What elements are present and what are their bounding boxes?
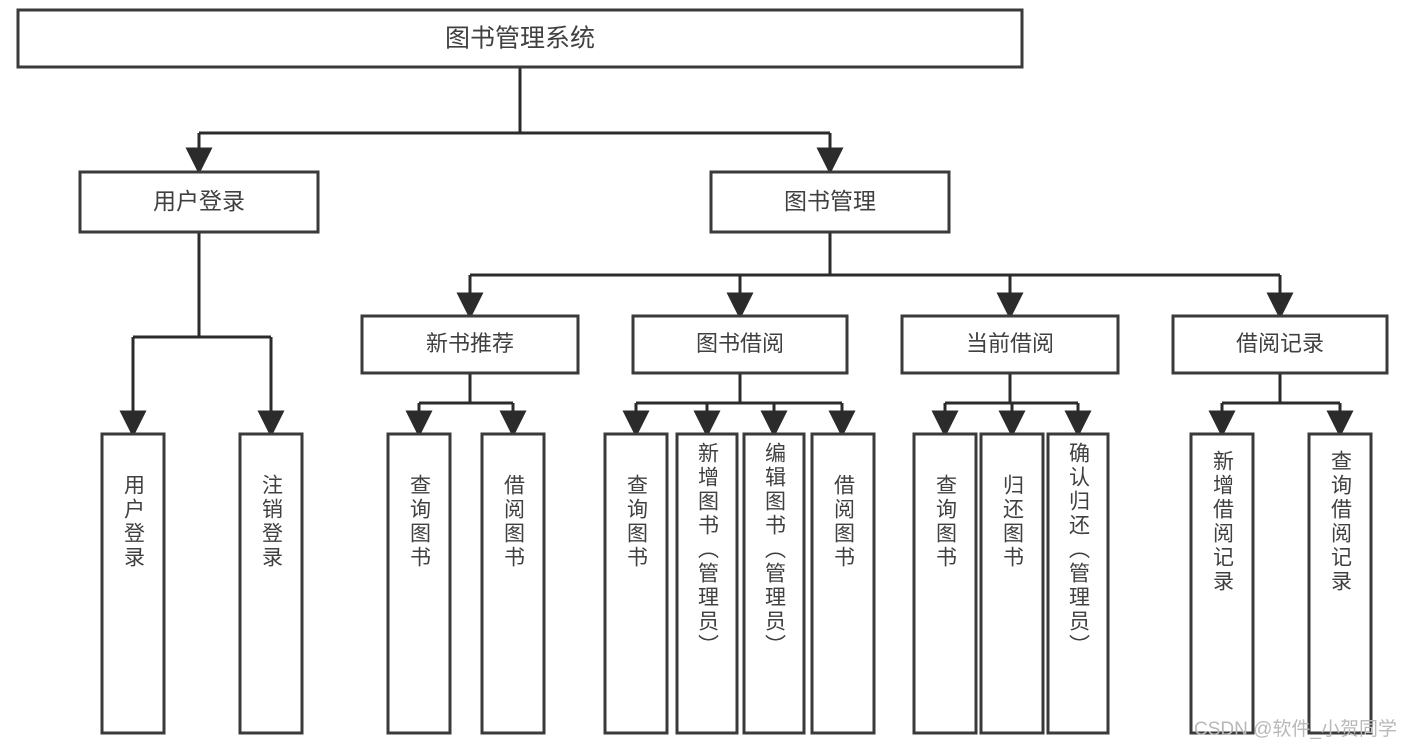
node-borrow-record[interactable]: 借阅记录: [1171, 314, 1389, 375]
node-leaf-add-borrow-record-textwrap: 新增借阅记录: [1210, 450, 1234, 594]
node-root-box[interactable]: [16, 8, 1024, 69]
node-current-borrowing-label: 当前借阅: [966, 331, 1054, 356]
node-book-borrowing[interactable]: 图书借阅: [631, 314, 849, 375]
node-leaf-query-borrow-record-textwrap: 查询借阅记录: [1328, 450, 1352, 594]
node-leaf-current-query-book-label: 查询图书: [933, 474, 957, 570]
node-leaf-confirm-return-admin-box[interactable]: [1046, 432, 1110, 735]
node-leaf-newbook-borrow-book-box[interactable]: [480, 432, 546, 735]
node-leaf-borrow-book[interactable]: 借阅图书: [810, 432, 876, 735]
node-borrow-record-box[interactable]: [1171, 314, 1389, 375]
node-book-borrowing-box[interactable]: [631, 314, 849, 375]
node-user-login-label: 用户登录: [153, 188, 245, 214]
node-current-borrowing[interactable]: 当前借阅: [900, 314, 1120, 375]
node-leaf-return-book[interactable]: 归还图书: [979, 432, 1045, 735]
node-leaf-borrow-query-book[interactable]: 查询图书: [603, 432, 669, 735]
node-leaf-add-book-admin-box[interactable]: [675, 432, 739, 735]
node-leaf-current-query-book-textwrap: 查询图书: [933, 474, 957, 570]
node-leaf-confirm-return-admin-textwrap: 确认归还（管理员）: [1066, 442, 1090, 658]
node-leaf-query-borrow-record-label: 查询借阅记录: [1328, 450, 1352, 594]
node-leaf-borrow-book-label: 借阅图书: [831, 474, 855, 570]
node-leaf-newbook-query-book-textwrap: 查询图书: [407, 474, 431, 570]
node-leaf-confirm-return-admin-label: 确认归还（管理员）: [1066, 442, 1090, 658]
node-leaf-current-query-book[interactable]: 查询图书: [912, 432, 978, 735]
node-book-management[interactable]: 图书管理: [709, 170, 951, 234]
node-leaf-return-book-textwrap: 归还图书: [1000, 474, 1024, 570]
node-leaf-return-book-box[interactable]: [979, 432, 1045, 735]
node-leaf-add-borrow-record-box[interactable]: [1189, 432, 1255, 735]
connector-layer: [119, 67, 1354, 438]
node-user-login-box[interactable]: [78, 170, 320, 234]
node-leaf-current-query-book-box[interactable]: [912, 432, 978, 735]
node-current-borrowing-box[interactable]: [900, 314, 1120, 375]
node-leaf-borrow-query-book-textwrap: 查询图书: [624, 474, 648, 570]
node-leaf-newbook-query-book-box[interactable]: [386, 432, 452, 735]
node-leaf-return-book-label: 归还图书: [1000, 474, 1024, 570]
node-leaf-newbook-borrow-book-textwrap: 借阅图书: [501, 474, 525, 570]
node-leaf-add-book-admin-label: 新增图书（管理员）: [695, 442, 719, 658]
node-leaf-add-book-admin-textwrap: 新增图书（管理员）: [695, 442, 719, 658]
node-root-label: 图书管理系统: [445, 25, 595, 53]
node-leaf-edit-book-admin-label: 编辑图书（管理员）: [762, 442, 786, 658]
node-new-book-recommendation[interactable]: 新书推荐: [360, 314, 580, 375]
node-user-login[interactable]: 用户登录: [78, 170, 320, 234]
node-leaf-borrow-query-book-box[interactable]: [603, 432, 669, 735]
node-leaf-borrow-query-book-label: 查询图书: [624, 474, 648, 570]
node-leaf-newbook-borrow-book[interactable]: 借阅图书: [480, 432, 546, 735]
node-leaf-logout-box[interactable]: [238, 432, 304, 735]
node-leaf-newbook-borrow-book-label: 借阅图书: [501, 474, 525, 570]
node-leaf-query-borrow-record-box[interactable]: [1307, 432, 1373, 735]
node-leaf-newbook-query-book-label: 查询图书: [407, 474, 431, 570]
node-leaf-add-borrow-record-label: 新增借阅记录: [1210, 450, 1234, 594]
node-leaf-user-login[interactable]: 用户登录: [100, 432, 166, 735]
node-leaf-edit-book-admin-textwrap: 编辑图书（管理员）: [762, 442, 786, 658]
node-book-management-label: 图书管理: [784, 188, 876, 214]
node-book-borrowing-label: 图书借阅: [696, 331, 784, 356]
node-leaf-query-borrow-record[interactable]: 查询借阅记录: [1307, 432, 1373, 735]
node-new-book-recommendation-label: 新书推荐: [426, 331, 514, 356]
node-book-management-box[interactable]: [709, 170, 951, 234]
node-leaf-logout-textwrap: 注销登录: [259, 474, 283, 570]
node-leaf-add-borrow-record[interactable]: 新增借阅记录: [1189, 432, 1255, 735]
node-leaf-confirm-return-admin[interactable]: 确认归还（管理员）: [1046, 432, 1110, 735]
node-leaf-add-book-admin[interactable]: 新增图书（管理员）: [675, 432, 739, 735]
node-leaf-borrow-book-box[interactable]: [810, 432, 876, 735]
node-root[interactable]: 图书管理系统: [16, 8, 1024, 69]
node-borrow-record-label: 借阅记录: [1236, 331, 1324, 356]
node-leaf-edit-book-admin-box[interactable]: [742, 432, 806, 735]
node-leaf-edit-book-admin[interactable]: 编辑图书（管理员）: [742, 432, 806, 735]
node-new-book-recommendation-box[interactable]: [360, 314, 580, 375]
node-leaf-user-login-textwrap: 用户登录: [121, 474, 145, 570]
node-leaf-user-login-label: 用户登录: [121, 474, 145, 570]
node-leaf-logout[interactable]: 注销登录: [238, 432, 304, 735]
node-leaf-borrow-book-textwrap: 借阅图书: [831, 474, 855, 570]
node-leaf-newbook-query-book[interactable]: 查询图书: [386, 432, 452, 735]
node-leaf-logout-label: 注销登录: [259, 474, 283, 570]
node-leaf-user-login-box[interactable]: [100, 432, 166, 735]
